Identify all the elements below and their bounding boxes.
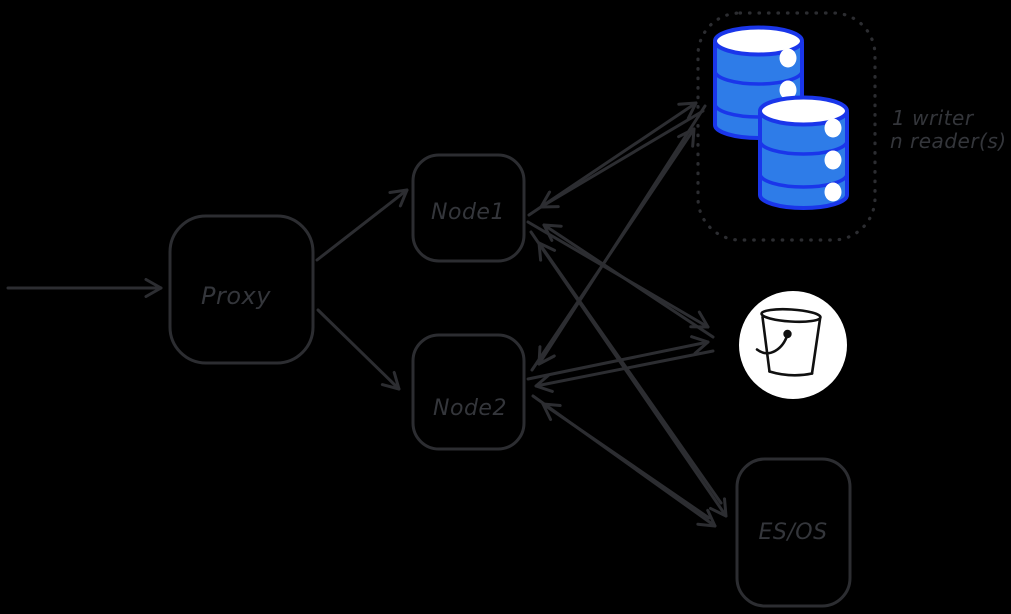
bucket-group — [739, 291, 847, 399]
edges — [6, 101, 728, 528]
edge-bucket-to-node1 — [542, 223, 715, 339]
node1-box — [411, 153, 526, 263]
edge-proxy-to-node2 — [316, 308, 401, 391]
proxy-label: Proxy — [201, 282, 271, 310]
database-icon — [758, 95, 849, 210]
edge-bucket-to-node2 — [534, 349, 715, 393]
edge-esos-to-node2 — [541, 402, 711, 520]
esos-label: ES/OS — [758, 520, 827, 545]
writer-annotation: 1 writer — [892, 106, 975, 130]
esos-box — [735, 457, 852, 608]
database-cluster-dotted-box — [696, 11, 877, 242]
edge-database-to-node1 — [539, 109, 705, 209]
node2-box — [411, 333, 526, 451]
edge-node2-to-bucket — [526, 335, 710, 381]
edge-proxy-to-node1 — [315, 188, 409, 262]
edge-database-to-node2 — [537, 104, 707, 366]
node-proxy: Proxy — [168, 214, 315, 365]
proxy-box — [168, 214, 315, 365]
node-node1: Node1 — [411, 153, 526, 263]
database-cluster-group: 1 writer n reader(s) — [696, 11, 1007, 242]
edge-esos-to-node1 — [537, 241, 723, 505]
node-node2: Node2 — [411, 333, 526, 451]
node1-label: Node1 — [431, 200, 505, 225]
node-esos: ES/OS — [735, 457, 852, 608]
bucket-icon — [755, 307, 822, 377]
node2-label: Node2 — [433, 396, 507, 421]
bucket-circle — [739, 291, 847, 399]
reader-annotation: n reader(s) — [890, 129, 1007, 153]
